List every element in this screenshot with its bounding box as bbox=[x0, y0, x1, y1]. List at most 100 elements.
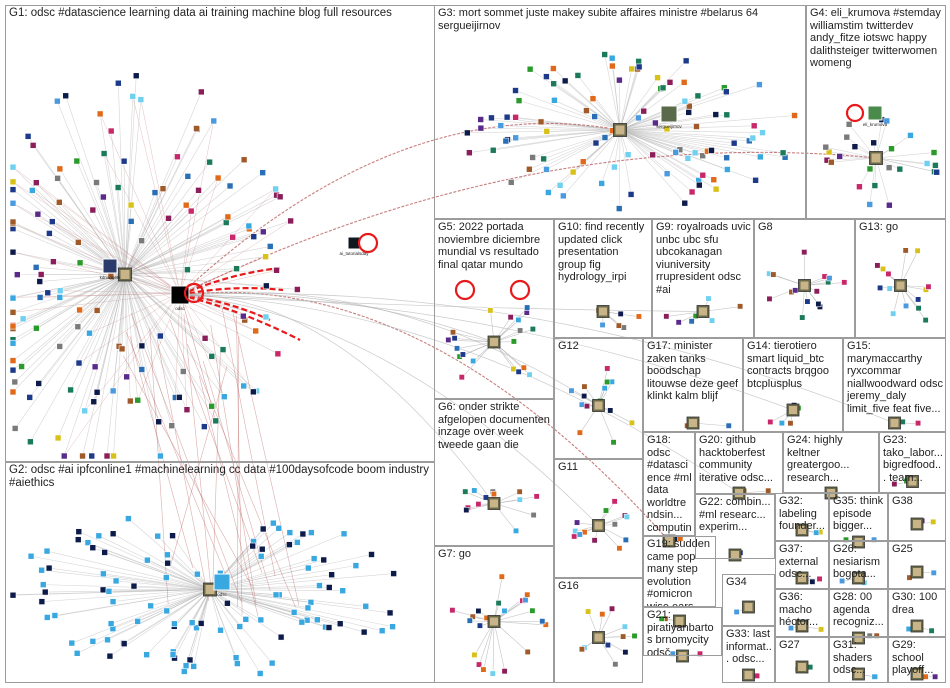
node bbox=[574, 72, 582, 79]
node bbox=[856, 183, 863, 191]
hub-node-image bbox=[665, 537, 673, 545]
node bbox=[129, 93, 137, 100]
edge bbox=[110, 130, 126, 275]
node bbox=[107, 620, 115, 627]
edge bbox=[43, 584, 211, 590]
node bbox=[877, 284, 884, 291]
group-label-g22: G22: combin... #ml researc... experim... bbox=[699, 496, 771, 533]
node bbox=[89, 206, 97, 214]
group-label-g17: G17: minister zaken tanks boodschap lito… bbox=[647, 340, 739, 402]
node bbox=[174, 153, 181, 161]
node bbox=[110, 452, 117, 460]
node bbox=[680, 79, 688, 86]
node bbox=[449, 607, 456, 614]
edge bbox=[137, 292, 181, 401]
node bbox=[259, 228, 267, 236]
node bbox=[561, 77, 569, 85]
node bbox=[579, 158, 587, 165]
node bbox=[224, 599, 231, 607]
node bbox=[495, 600, 502, 607]
hub-node-image bbox=[854, 670, 863, 678]
node bbox=[245, 222, 253, 230]
node bbox=[529, 154, 536, 161]
group-label-g23: G23: tako_labor... bigredfood... team... bbox=[883, 434, 943, 484]
node bbox=[46, 230, 53, 237]
hub-node-image bbox=[490, 617, 498, 626]
edge bbox=[124, 274, 217, 422]
node bbox=[45, 564, 53, 572]
edge bbox=[30, 274, 126, 442]
node bbox=[186, 656, 194, 664]
node bbox=[272, 185, 279, 193]
edge bbox=[546, 129, 621, 132]
node bbox=[818, 626, 825, 633]
node bbox=[9, 178, 17, 186]
edge bbox=[124, 274, 161, 337]
node bbox=[9, 388, 17, 396]
node bbox=[663, 313, 670, 320]
node bbox=[157, 452, 164, 460]
edge bbox=[169, 320, 263, 573]
node bbox=[193, 624, 200, 632]
node bbox=[175, 394, 183, 401]
node bbox=[9, 248, 17, 256]
hub-node-image bbox=[908, 477, 917, 486]
node bbox=[240, 312, 247, 320]
node bbox=[134, 618, 141, 625]
node bbox=[512, 134, 519, 142]
edge bbox=[124, 159, 245, 275]
node bbox=[507, 179, 515, 186]
edge bbox=[179, 294, 599, 526]
node bbox=[103, 452, 111, 460]
node bbox=[11, 425, 19, 432]
edge bbox=[124, 274, 205, 427]
node bbox=[617, 310, 624, 317]
node bbox=[305, 564, 312, 572]
group-panel-g18: G18: odsc #datascience #ml data worldtre… bbox=[643, 432, 695, 536]
node bbox=[891, 481, 898, 488]
node bbox=[543, 128, 551, 135]
group-panel-g3: G3: mort sommet juste makey subite affai… bbox=[434, 5, 806, 219]
edge bbox=[175, 292, 181, 398]
edge bbox=[124, 185, 231, 275]
node bbox=[871, 536, 878, 543]
node bbox=[74, 323, 82, 331]
node bbox=[56, 287, 64, 295]
edge bbox=[124, 194, 277, 275]
node bbox=[507, 314, 514, 321]
node bbox=[497, 122, 505, 129]
node bbox=[750, 122, 758, 130]
group-label-g30: G30: 100 drea bbox=[892, 591, 938, 616]
node bbox=[9, 199, 17, 207]
edge bbox=[57, 101, 126, 275]
node bbox=[67, 386, 74, 394]
self-loop-edge bbox=[357, 232, 379, 254]
edge bbox=[124, 91, 202, 275]
node bbox=[749, 134, 757, 142]
group-label-g27: G27 bbox=[779, 639, 800, 651]
group-label-g28: G28: 00 agenda recogniz... bbox=[833, 591, 884, 628]
group-label-g18: G18: odsc #datascience #ml data worldtre… bbox=[647, 434, 692, 535]
node bbox=[389, 623, 396, 630]
node bbox=[198, 88, 205, 96]
node bbox=[277, 633, 285, 641]
hub-node-image bbox=[490, 499, 498, 508]
edge bbox=[478, 621, 495, 665]
node bbox=[9, 357, 17, 364]
edge bbox=[209, 589, 302, 623]
edge bbox=[12, 274, 126, 361]
edge bbox=[129, 335, 194, 569]
group-panel-g9: G9: royalroads uvic unbc ubc sfu ubcokan… bbox=[652, 219, 754, 338]
hub-node-image bbox=[854, 538, 863, 546]
hub-node-image bbox=[699, 307, 707, 316]
edge bbox=[124, 274, 139, 401]
node bbox=[18, 363, 25, 370]
node bbox=[624, 151, 632, 158]
node bbox=[184, 173, 192, 180]
node bbox=[543, 166, 550, 173]
node bbox=[464, 129, 471, 137]
node bbox=[208, 402, 215, 410]
edge bbox=[71, 589, 211, 644]
node bbox=[759, 129, 766, 136]
group-panel-g29: G29: school playoff... bbox=[888, 637, 946, 683]
